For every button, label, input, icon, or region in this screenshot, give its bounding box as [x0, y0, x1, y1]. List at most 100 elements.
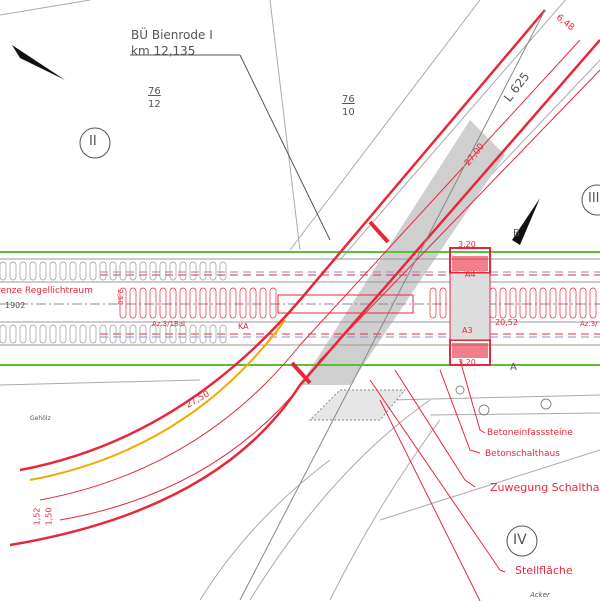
- sleeper: [569, 287, 577, 319]
- dim: 3,20: [458, 358, 476, 367]
- sleeper: [179, 261, 187, 281]
- sleeper: [69, 261, 77, 281]
- sleeper: [139, 261, 147, 281]
- sleeper: [139, 287, 147, 319]
- road-marking: [29, 319, 286, 481]
- point-a: A: [510, 362, 517, 373]
- sleeper: [209, 261, 217, 281]
- sleepers: [0, 261, 597, 344]
- callout-label: Stellfläche: [515, 564, 573, 577]
- sleeper: [149, 324, 157, 344]
- sleeper: [79, 324, 87, 344]
- north-arrow-icon: [12, 45, 65, 80]
- sleeper: [209, 324, 217, 344]
- sleeper: [439, 287, 447, 319]
- callout-label: Betonschalthaus: [485, 449, 560, 459]
- sleeper: [59, 324, 67, 344]
- title-leader-diag: [239, 54, 331, 241]
- sleeper: [589, 287, 597, 319]
- sleeper: [529, 287, 537, 319]
- dim: 20,52: [495, 318, 518, 327]
- sleeper: [249, 287, 257, 319]
- barriers: [290, 220, 390, 385]
- land-use-label: Gehölz: [30, 415, 51, 422]
- sleeper: [559, 287, 567, 319]
- sleeper: [169, 287, 177, 319]
- zone-circle-iv: [506, 525, 538, 557]
- sleeper: [119, 324, 127, 344]
- sleeper: [519, 287, 527, 319]
- sleeper: [9, 324, 17, 344]
- manholes: [455, 385, 552, 416]
- sleeper: [89, 261, 97, 281]
- sleeper: [39, 261, 47, 281]
- sleeper: [259, 287, 267, 319]
- crossing-km: km 12,135: [131, 44, 196, 58]
- sleeper: [19, 324, 27, 344]
- sleeper: [239, 287, 247, 319]
- sleeper: [119, 287, 127, 319]
- sleeper: [179, 287, 187, 319]
- marker: A3: [462, 326, 473, 335]
- sleeper: [199, 261, 207, 281]
- sleeper: [509, 287, 517, 319]
- clearance-label: Grenze Regellichtraum: [0, 286, 93, 296]
- signal-label-right: Az.3/: [580, 320, 598, 328]
- sleeper: [179, 324, 187, 344]
- land-use-label: Acker: [530, 591, 550, 599]
- sleeper: [189, 287, 197, 319]
- sleeper: [159, 261, 167, 281]
- sleeper: [149, 261, 157, 281]
- parcel-number-bottom: 10: [342, 107, 355, 118]
- sleeper: [219, 287, 227, 319]
- north-arrow-icon-2: [512, 198, 540, 245]
- marker: A4: [465, 270, 476, 279]
- sleeper: [139, 324, 147, 344]
- sleeper: [9, 261, 17, 281]
- sleeper: [129, 261, 137, 281]
- zone-circle-iii: [581, 184, 600, 216]
- zone-circle-ii: [79, 127, 111, 159]
- sleeper: [579, 287, 587, 319]
- sleeper: [49, 261, 57, 281]
- sleeper: [219, 324, 227, 344]
- sleeper: [499, 287, 507, 319]
- zone-label: II: [89, 134, 97, 149]
- road-centerline: [239, 9, 546, 601]
- sleeper: [69, 324, 77, 344]
- sleeper: [159, 287, 167, 319]
- sleeper: [119, 261, 127, 281]
- sleeper: [0, 324, 7, 344]
- sleeper: [169, 324, 177, 344]
- callout-leaders: [369, 359, 506, 601]
- clearance-dim: 2,50: [115, 289, 124, 305]
- signal-label: Az.3/1Bal: [152, 320, 185, 328]
- sleeper: [79, 261, 87, 281]
- sleeper: [99, 324, 107, 344]
- sleeper: [549, 287, 557, 319]
- crossing-title: BÜ Bienrode I: [131, 28, 213, 42]
- signal-ka: KA: [238, 322, 249, 331]
- callout-label: Betoneinfasssteine: [487, 428, 573, 438]
- road-edges: [9, 9, 600, 547]
- sleeper: [39, 324, 47, 344]
- sleeper: [129, 287, 137, 319]
- stellflaeche-area: [308, 389, 407, 421]
- left-dim: 1,52: [32, 507, 42, 526]
- sleeper: [0, 261, 7, 281]
- sleeper: [59, 261, 67, 281]
- zone-label: IV: [513, 532, 527, 548]
- callout-label: Zuwegung Schalthaus: [490, 481, 600, 494]
- left-dim: 1,50: [44, 507, 54, 526]
- sleeper: [489, 287, 497, 319]
- sleeper: [99, 261, 107, 281]
- sleeper: [89, 324, 97, 344]
- sleeper: [19, 261, 27, 281]
- parcel-number-top: 76: [148, 86, 161, 97]
- sleeper: [209, 287, 217, 319]
- sleeper: [109, 324, 117, 344]
- sleeper: [109, 261, 117, 281]
